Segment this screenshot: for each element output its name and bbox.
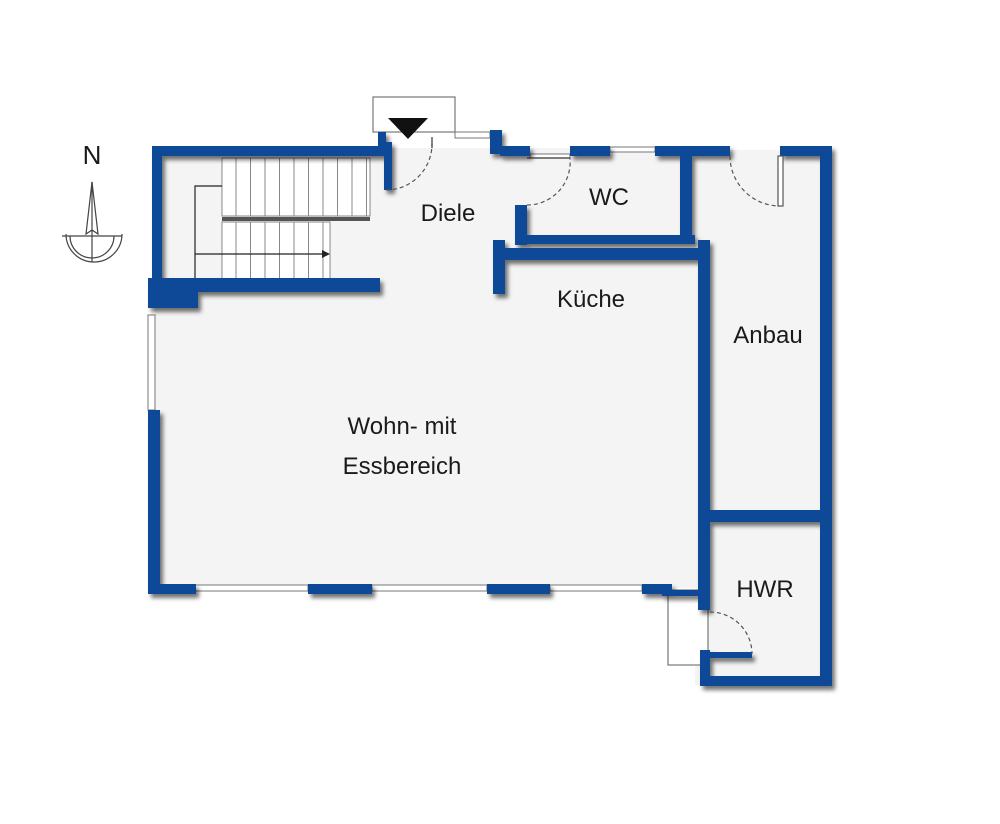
north-label: N: [83, 140, 102, 170]
door-anbau: [729, 155, 781, 207]
room-label-hwr: HWR: [736, 576, 793, 603]
north-compass-icon: [62, 181, 123, 263]
walls: [148, 130, 832, 686]
doors: [385, 137, 784, 655]
stair-arrow-icon: [322, 250, 330, 258]
room-label-anbau: Anbau: [733, 322, 802, 349]
room-label-diele: Diele: [421, 200, 476, 227]
door-hwr: [709, 611, 753, 655]
staircase: [194, 157, 371, 281]
room-label-kueche: Küche: [557, 286, 625, 313]
room-label-wohn-line2: Essbereich: [343, 453, 462, 480]
room-label-wc: WC: [589, 184, 629, 211]
door-wc: [526, 157, 571, 206]
door-entry: [385, 143, 433, 191]
room-label-wohn-line1: Wohn- mit: [348, 413, 457, 440]
entrance-arrow-icon: [388, 118, 428, 139]
floor-areas: [155, 96, 830, 685]
